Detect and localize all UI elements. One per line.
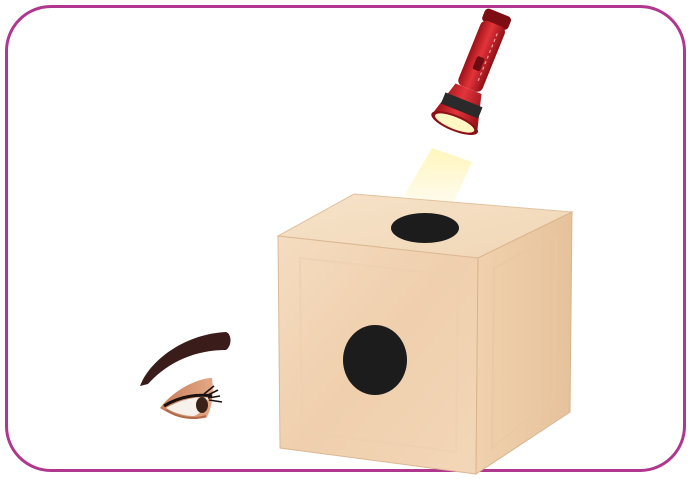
eyebrow-icon <box>140 332 231 386</box>
flashlight-body <box>456 19 506 94</box>
light-beam <box>404 148 472 206</box>
front-hole <box>343 325 407 395</box>
flashlight-icon <box>428 3 522 139</box>
top-hole <box>391 213 459 243</box>
cardboard-box <box>278 194 572 474</box>
eye-icon <box>160 378 222 419</box>
